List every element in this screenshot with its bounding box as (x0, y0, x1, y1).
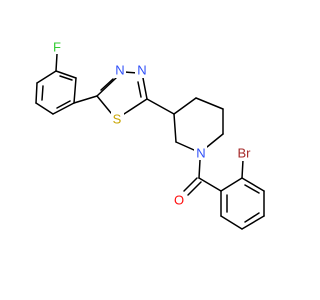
atom-label: N (115, 63, 124, 78)
bond (173, 97, 197, 115)
nitrogen-atom: N (194, 145, 207, 161)
bond-layer (35, 53, 265, 230)
bromine-atom: Br (234, 146, 254, 161)
bond (55, 53, 58, 72)
atom-label-layer: F N N S N O Br (50, 39, 254, 208)
bond (173, 113, 177, 143)
atom-label: S (113, 112, 122, 127)
sulfur-atom: S (111, 111, 124, 127)
bond (183, 177, 198, 192)
molecule-structure: F N N S N O Br (35, 39, 265, 230)
bond (244, 184, 260, 194)
bond (175, 141, 195, 151)
nitrogen-atom: N (113, 63, 126, 78)
bond (96, 77, 117, 97)
bond (142, 77, 148, 100)
atom-label: Br (238, 146, 252, 161)
bond (55, 70, 77, 79)
bond (52, 102, 75, 115)
nitrogen-atom: N (135, 63, 148, 78)
oxygen-atom: O (172, 192, 186, 208)
bond (241, 215, 265, 230)
bond (244, 212, 260, 223)
bond (198, 159, 201, 179)
bond (56, 100, 71, 109)
bond (195, 97, 224, 110)
bond (123, 98, 148, 115)
bond (36, 70, 57, 84)
atom-label: O (174, 193, 184, 208)
bond (73, 95, 98, 104)
bond (59, 75, 73, 81)
bond (35, 82, 38, 104)
bond (41, 85, 44, 101)
fluorine-atom: F (50, 39, 64, 55)
bond (96, 95, 112, 114)
atom-label: N (196, 146, 205, 161)
bond (206, 133, 224, 148)
atom-label: N (137, 63, 146, 78)
bond (198, 177, 222, 192)
bond (241, 159, 244, 179)
bond (220, 177, 243, 192)
bond (100, 78, 114, 91)
bond (220, 215, 243, 230)
bond (146, 98, 175, 115)
bond (187, 181, 202, 196)
bond (137, 81, 142, 98)
bond (73, 77, 77, 104)
bond (241, 177, 265, 192)
bond (35, 102, 54, 115)
atom-label: F (53, 40, 61, 55)
